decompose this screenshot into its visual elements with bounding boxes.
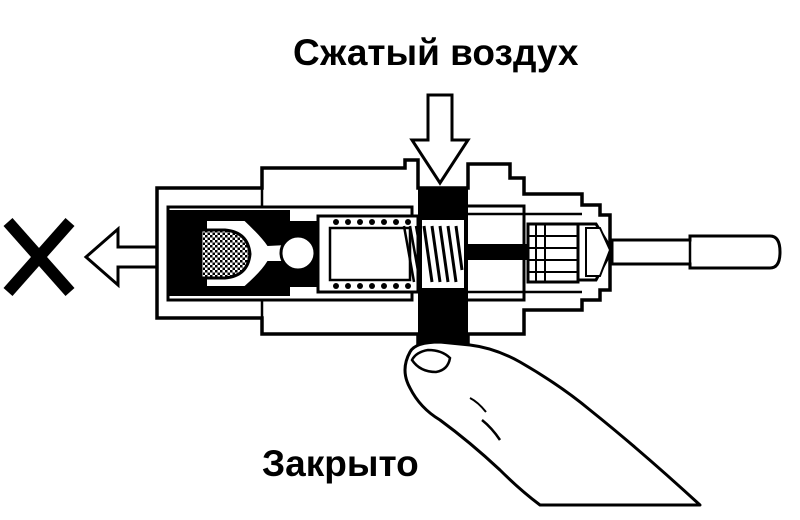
spring-cavity bbox=[316, 214, 428, 294]
nozzle-pin bbox=[610, 234, 782, 270]
compressed-air-label: Сжатый воздух bbox=[293, 32, 579, 73]
sliding-sleeve bbox=[418, 188, 528, 348]
closed-label: Закрыто bbox=[262, 443, 419, 484]
filter-element bbox=[198, 228, 252, 280]
check-ball bbox=[279, 234, 317, 272]
right-fitting bbox=[526, 222, 614, 284]
arrow-left-icon bbox=[83, 225, 162, 289]
x-mark-icon bbox=[3, 218, 75, 296]
arrow-down-icon bbox=[409, 93, 471, 186]
finger-illustration bbox=[403, 340, 702, 507]
